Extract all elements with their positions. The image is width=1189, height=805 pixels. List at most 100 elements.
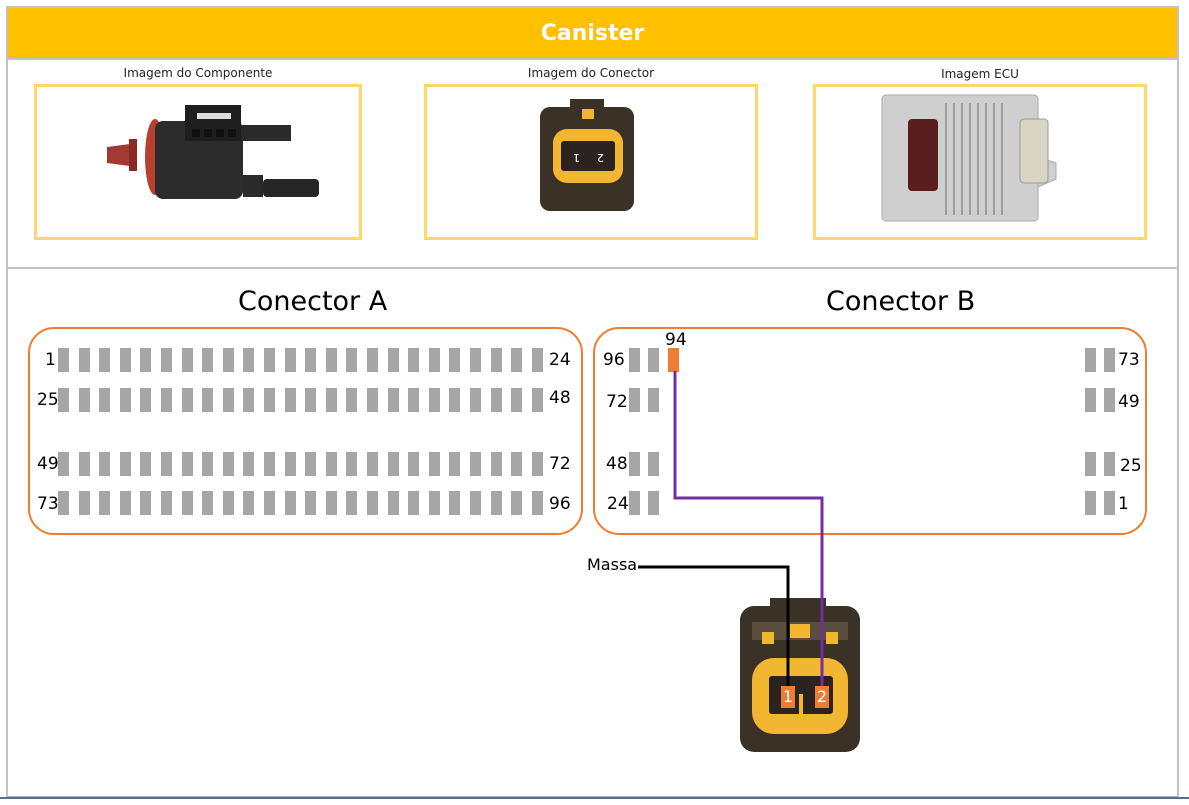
connector-a-pin (119, 491, 131, 515)
canister-valve-icon (107, 105, 319, 199)
connector-a-pin (531, 388, 543, 412)
connector-a-label-1: 1 (45, 350, 56, 370)
connector-a-pin (243, 452, 255, 476)
connector-a-pin (181, 388, 193, 412)
connector-a-pin (264, 452, 275, 476)
connector-b-pin (629, 388, 640, 412)
connector-a-pin (325, 452, 337, 476)
component-image (34, 84, 362, 240)
connector-a-pin (490, 388, 502, 412)
connector-a-pin (140, 348, 152, 372)
section-divider (8, 267, 1177, 269)
connector-b-label-25: 25 (1120, 456, 1142, 476)
connector-a-pin (58, 452, 69, 476)
connector-a-pin (305, 491, 317, 515)
ground-label: Massa (587, 555, 638, 574)
connector-b-label-73: 73 (1118, 350, 1140, 370)
connector-a-pin (78, 348, 90, 372)
connector-a-pin (511, 452, 523, 476)
connector-a-pin (119, 348, 131, 372)
connector-a-pin (408, 348, 420, 372)
connector-a-pin (490, 452, 502, 476)
connector-a-pin (284, 491, 296, 515)
connector-a-pin (140, 452, 152, 476)
connector-a-pin (367, 491, 378, 515)
connector-a-pin (531, 348, 543, 372)
connector-a-pin (387, 388, 399, 412)
connector-a-pin (202, 491, 214, 515)
connector-a-pin (408, 491, 420, 515)
connector-a-pin (222, 491, 234, 515)
connector-a-pin (387, 348, 399, 372)
connector-a-label-73: 73 (37, 494, 59, 514)
connector-b-pin (629, 491, 640, 515)
connector-a-pin (367, 452, 378, 476)
connector-a-pin (58, 491, 69, 515)
connector-a-pin (490, 348, 502, 372)
connector-a-label-25: 25 (37, 390, 59, 410)
connector-a-pin (470, 491, 481, 515)
connector-a-pin (222, 388, 234, 412)
connector-a-pin (264, 348, 275, 372)
page-title: Canister (540, 20, 645, 46)
component-pin-2: 2 (815, 686, 829, 708)
connector-a-pin (119, 388, 131, 412)
connector-b-pin (1104, 452, 1115, 476)
connector-a-pin (140, 491, 152, 515)
connector-a-title: Conector A (238, 286, 388, 317)
connector-a-pin (181, 452, 193, 476)
connector-a-pin (305, 452, 317, 476)
connector-b (593, 327, 1147, 535)
connector-a-pin (222, 348, 234, 372)
connector-a-pin (449, 388, 461, 412)
connector-b-label-96: 96 (603, 350, 625, 370)
connector-a-pin (511, 348, 523, 372)
connector-a-pin (305, 348, 317, 372)
connector-b-pin (1104, 348, 1115, 372)
connector-a-pin (470, 388, 481, 412)
connector-a-pin (284, 388, 296, 412)
connector-a-pin (346, 388, 358, 412)
connector-a-pin (284, 452, 296, 476)
connector-a-pin (490, 491, 502, 515)
connector-a-pin (99, 452, 111, 476)
connector-a-label-96: 96 (549, 494, 571, 514)
connector-a-pin (264, 491, 275, 515)
connector-a-label-24: 24 (549, 350, 571, 370)
connector-a-pin (161, 348, 172, 372)
connector-a-pin (449, 491, 461, 515)
connector-a-pin (408, 452, 420, 476)
connector-a-pin (367, 348, 378, 372)
connector-b-pin (1104, 388, 1115, 412)
connector-b-pin (629, 452, 640, 476)
connector-a-pin (428, 491, 440, 515)
connector-a-pin (387, 491, 399, 515)
connector-b-pin (1085, 491, 1096, 515)
connector-a-pin (305, 388, 317, 412)
connector-a-pin (119, 452, 131, 476)
connector-b-pin (648, 491, 659, 515)
connector-b-label-1: 1 (1118, 494, 1129, 514)
connector-b-pin (648, 348, 659, 372)
ground-wire (638, 565, 790, 688)
ecu-image (813, 84, 1147, 240)
connector-a-pin (202, 388, 214, 412)
connector-image: 1 2 (424, 84, 758, 240)
ecu-image-caption: Imagem ECU (941, 67, 1019, 81)
connector-a-pin (428, 388, 440, 412)
connector-a-pin (531, 452, 543, 476)
connector-a-pin (511, 388, 523, 412)
connector-b-pin (629, 348, 640, 372)
connector-a-pin (99, 348, 111, 372)
bottom-rule (0, 797, 1189, 799)
connector-b-label-72: 72 (606, 392, 628, 412)
connector-a-pin (470, 452, 481, 476)
connector-a-pin (346, 348, 358, 372)
connector-a-pin (202, 348, 214, 372)
connector-a-pin (243, 491, 255, 515)
connector-a-pin (531, 491, 543, 515)
connector-b-pin (648, 388, 659, 412)
connector-b-pin (1085, 348, 1096, 372)
connector-a-pin (243, 348, 255, 372)
connector-a-pin (387, 452, 399, 476)
